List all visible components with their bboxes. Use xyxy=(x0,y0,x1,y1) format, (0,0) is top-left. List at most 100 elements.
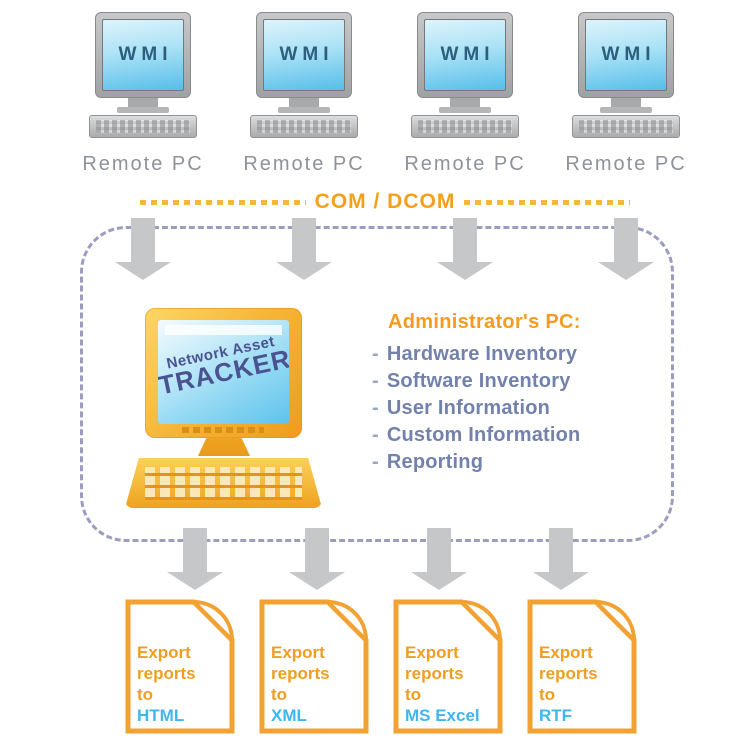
wmi-label: WMI xyxy=(601,44,656,65)
keyboard-keys xyxy=(579,120,673,133)
monitor-stand xyxy=(128,98,158,107)
export-label-line: to xyxy=(271,685,288,704)
keyboard-keys xyxy=(257,120,351,133)
monitor-screen: WMI xyxy=(102,19,184,91)
tracker-monitor-stand xyxy=(198,438,250,456)
export-document-icon: Export reports to MS Excel xyxy=(392,598,504,735)
monitor-icon: WMI xyxy=(417,12,513,98)
tracker-keyboard-keys xyxy=(145,467,302,500)
export-label-line: to xyxy=(539,685,556,704)
document-folded-corner-icon xyxy=(259,599,369,734)
export-label: Export reports to RTF xyxy=(539,642,598,726)
down-arrow-icon xyxy=(167,528,223,590)
export-format-label: XML xyxy=(271,706,307,725)
monitor-stand xyxy=(450,98,480,107)
arrow-head xyxy=(115,262,171,280)
down-arrow-icon xyxy=(411,528,467,590)
list-bullet: - xyxy=(372,343,379,365)
remote-pc-icon: WMI Remote PC xyxy=(224,12,384,176)
tracker-screen-text: Network Asset TRACKER xyxy=(158,328,289,405)
monitor-stand xyxy=(611,98,641,107)
arrow-shaft xyxy=(427,528,451,572)
down-arrow-icon xyxy=(437,218,493,280)
arrow-head xyxy=(411,572,467,590)
remote-pc-caption: Remote PC xyxy=(404,153,526,175)
list-bullet: - xyxy=(372,424,379,446)
arrow-head xyxy=(437,262,493,280)
admin-pc-title: Administrator's PC: xyxy=(388,311,581,333)
monitor-base xyxy=(278,107,330,113)
wmi-label: WMI xyxy=(118,44,173,65)
com-dcom-connector: COM / DCOM xyxy=(140,188,630,216)
export-label-line: reports xyxy=(271,664,330,683)
export-label: Export reports to HTML xyxy=(137,642,196,726)
keyboard-icon xyxy=(89,115,197,138)
dashed-line-left xyxy=(140,199,306,205)
export-label-line: reports xyxy=(137,664,196,683)
arrow-head xyxy=(533,572,589,590)
admin-pc-panel: Administrator's PC: -Hardware Inventory … xyxy=(372,311,668,476)
document-folded-corner-icon xyxy=(527,599,637,734)
keyboard-icon xyxy=(572,115,680,138)
arrow-shaft xyxy=(131,218,155,262)
admin-feature-label: Custom Information xyxy=(386,424,581,446)
administrator-zone-border xyxy=(80,226,674,542)
dashed-line-right xyxy=(464,199,630,205)
admin-feature-item: -Software Inventory xyxy=(372,368,668,395)
admin-feature-item: -Reporting xyxy=(372,449,668,476)
arrow-head xyxy=(598,262,654,280)
export-label-line: reports xyxy=(539,664,598,683)
export-label-line: to xyxy=(405,685,422,704)
tracker-keyboard-icon xyxy=(125,458,322,508)
monitor-base xyxy=(600,107,652,113)
down-arrow-icon xyxy=(533,528,589,590)
monitor-screen: WMI xyxy=(263,19,345,91)
arrow-shaft xyxy=(183,528,207,572)
admin-feature-item: -Custom Information xyxy=(372,422,668,449)
arrow-head xyxy=(289,572,345,590)
monitor-icon: WMI xyxy=(256,12,352,98)
export-label-line: to xyxy=(137,685,154,704)
admin-feature-label: Software Inventory xyxy=(386,370,571,392)
export-format-label: MS Excel xyxy=(405,706,480,725)
admin-feature-list: -Hardware Inventory -Software Inventory … xyxy=(372,341,668,476)
arrow-head xyxy=(167,572,223,590)
down-arrow-icon xyxy=(598,218,654,280)
down-arrow-icon xyxy=(115,218,171,280)
export-format-label: RTF xyxy=(539,706,573,725)
monitor-base xyxy=(439,107,491,113)
list-bullet: - xyxy=(372,370,379,392)
remote-pc-caption: Remote PC xyxy=(243,153,365,175)
export-document-icon: Export reports to RTF xyxy=(526,598,638,735)
export-document-icon: Export reports to HTML xyxy=(124,598,236,735)
document-folded-corner-icon xyxy=(125,599,235,734)
export-label-line: Export xyxy=(271,643,325,662)
remote-pc-icon: WMI Remote PC xyxy=(546,12,706,176)
down-arrow-icon xyxy=(289,528,345,590)
arrow-shaft xyxy=(305,528,329,572)
export-label-line: Export xyxy=(405,643,459,662)
export-label-line: Export xyxy=(137,643,191,662)
down-arrow-icon xyxy=(276,218,332,280)
remote-pc-caption: Remote PC xyxy=(82,153,204,175)
tracker-pc-icon: Network Asset TRACKER xyxy=(120,306,330,510)
arrow-shaft xyxy=(292,218,316,262)
remote-pc-caption: Remote PC xyxy=(565,153,687,175)
remote-pc-icon: WMI Remote PC xyxy=(385,12,545,176)
keyboard-icon xyxy=(250,115,358,138)
admin-feature-item: -Hardware Inventory xyxy=(372,341,668,368)
export-format-label: HTML xyxy=(137,706,185,725)
export-label: Export reports to XML xyxy=(271,642,330,726)
admin-feature-item: -User Information xyxy=(372,395,668,422)
monitor-screen: WMI xyxy=(585,19,667,91)
list-bullet: - xyxy=(372,451,379,473)
com-dcom-label: COM / DCOM xyxy=(314,190,456,213)
list-bullet: - xyxy=(372,397,379,419)
wmi-label: WMI xyxy=(279,44,334,65)
keyboard-keys xyxy=(96,120,190,133)
tracker-screen: Network Asset TRACKER xyxy=(158,320,289,424)
arrow-shaft xyxy=(614,218,638,262)
export-label-line: Export xyxy=(539,643,593,662)
arrow-shaft xyxy=(549,528,573,572)
